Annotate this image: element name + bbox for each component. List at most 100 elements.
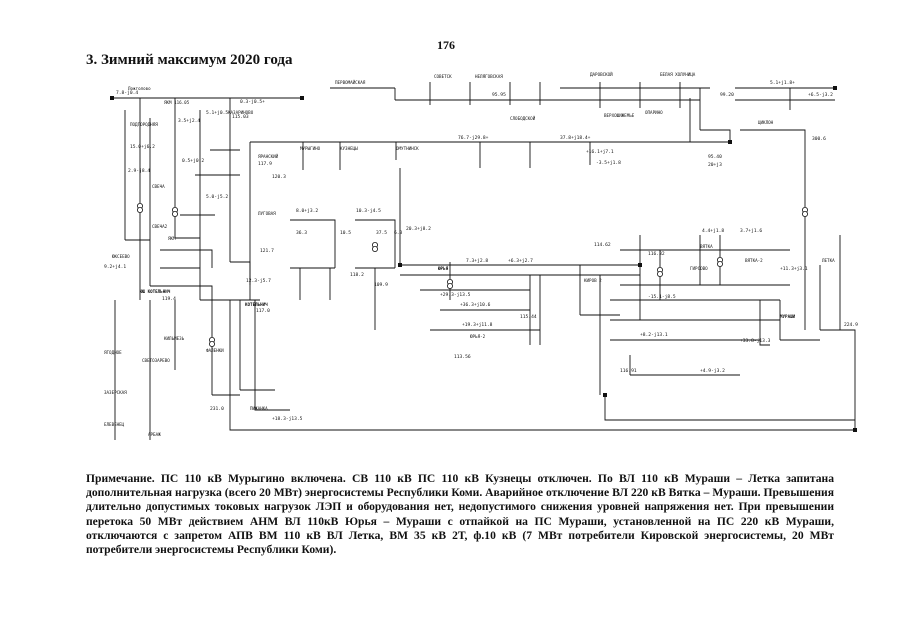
flow-label: 9.2+j4.1 xyxy=(104,264,126,270)
flow-label: 7.3+j2.8 xyxy=(466,258,488,264)
flow-label: 12.3-j5.7 xyxy=(246,278,271,284)
flow-label: 0.3-j0.5+ xyxy=(240,99,265,105)
substation-label: ПИЖАНКА xyxy=(250,406,268,411)
substation-label: ГИРСОВО xyxy=(690,266,708,271)
network-lines xyxy=(112,82,856,440)
substation-label: ЮШ КОТЕЛЬНИЧ xyxy=(140,289,171,294)
voltage-label: 116.32 xyxy=(648,251,665,257)
substation-label: ЮКСЕЕВО xyxy=(112,254,130,259)
substation-label: ВЕРХОШИЖЕМЬЕ xyxy=(604,113,635,118)
flow-label: +33.8-j13.3 xyxy=(740,338,771,344)
voltage-label: 119.4 xyxy=(162,296,176,302)
flow-label: -3.5+j1.8 xyxy=(596,160,621,166)
substation-label: ЛЕТКА xyxy=(822,258,835,263)
bus-markers xyxy=(110,86,857,432)
flow-label: +19.3+j11.8 xyxy=(462,322,493,328)
substation-label: СВЕТОЗАРЕВО xyxy=(142,358,170,363)
substation-label: ЯРАНСКИЙ xyxy=(258,154,279,159)
flow-label: 3.7+j1.6 xyxy=(740,228,762,234)
flow-label: +16.1+j7.1 xyxy=(586,149,614,155)
substation-label: ЗАЗЕРСКАЯ xyxy=(104,390,127,395)
substation-label: АРБАЖ xyxy=(148,432,161,437)
flow-label: 5.0-j5.2 xyxy=(206,194,228,200)
voltage-label: 224.9 xyxy=(844,322,858,328)
substation-label: КАЗАРИНОВО xyxy=(228,110,254,115)
substation-label: КИЛЬМЕЗЬ xyxy=(164,336,185,341)
substation-label: ЮРЬЯ xyxy=(438,266,449,271)
flow-label: 2.9-j8.4 xyxy=(128,168,150,174)
flow-label: 10.3-j4.5 xyxy=(356,208,381,214)
voltage-label: 114.62 xyxy=(594,242,611,248)
flow-label: +36.3+j10.6 xyxy=(460,302,491,308)
voltage-label: 10.5 xyxy=(340,230,351,236)
substation-label: ЛУГОВАЯ xyxy=(258,211,276,216)
substation-label: СВЕЧА xyxy=(152,184,165,189)
page-number: 176 xyxy=(437,38,455,52)
substation-label: ЦИКЛОН xyxy=(758,120,774,125)
voltage-label: 95.95 xyxy=(492,92,506,98)
transformer-symbols xyxy=(136,202,809,347)
voltage-label: 117.0 xyxy=(256,308,270,314)
flow-label: +29.3-j13.5 xyxy=(440,292,471,298)
substation-label: КИРОВ 2 xyxy=(584,278,602,283)
voltage-label: 36.3 xyxy=(296,230,307,236)
voltage-label: 113.56 xyxy=(454,354,471,360)
voltage-label: 231.0 xyxy=(210,406,224,412)
substation-label: СОВЕТСК xyxy=(434,74,452,79)
substation-label: ВЯТКА xyxy=(700,244,713,249)
voltage-label: 115.44 xyxy=(520,314,537,320)
substation-label: ВЯТКА-2 xyxy=(745,258,763,263)
voltage-label: 118.2 xyxy=(350,272,364,278)
substation-label: СВЕЧА2 xyxy=(152,224,168,229)
substation-label: МУРАШИ xyxy=(780,314,796,319)
flow-label: +11.3+j3.1 xyxy=(780,266,808,272)
flow-label: +18.3-j13.5 xyxy=(272,416,303,422)
flow-label: 5.1+j0.5 xyxy=(206,110,228,116)
voltage-label: 117.9 xyxy=(258,161,272,167)
substation-label: Ложголово xyxy=(128,86,151,91)
voltage-label: 121.7 xyxy=(260,248,274,254)
substation-label: ОМУТНИНСК xyxy=(396,146,419,151)
substation-label: ДАРОВСКОЙ xyxy=(590,72,613,77)
substation-label: ПОДГОРОДНЯЯ xyxy=(130,122,158,127)
flow-label: 20.3+j8.2 xyxy=(406,226,431,232)
substation-label: ОПАРИНО xyxy=(645,110,663,115)
substation-label: БЕЛАЯ ХОЛУНИЦА xyxy=(660,72,696,77)
flow-label: 8.0+j3.2 xyxy=(296,208,318,214)
flow-label: 20+j3 xyxy=(708,162,722,168)
substation-label: НЕЛЯГОВСКАЯ xyxy=(475,74,503,79)
voltage-label: 120.3 xyxy=(272,174,286,180)
voltage-label: 99.20 xyxy=(720,92,734,98)
substation-label: ЕЛЕВЕНЕЦ xyxy=(104,422,125,427)
voltage-label: 115.03 xyxy=(232,114,249,120)
flow-label: 7.8-j0.4 xyxy=(116,90,138,96)
note-text: Примечание. ПС 110 кВ Мурыгино включена.… xyxy=(86,472,834,557)
voltage-label: 109.9 xyxy=(374,282,388,288)
flow-label: 15.0+j6.2 xyxy=(130,144,155,150)
voltage-label: 116.91 xyxy=(620,368,637,374)
flow-label: -15.1-j8.5 xyxy=(648,294,676,300)
flow-label: 76.7-j29.8+ xyxy=(458,135,489,141)
voltage-label: 6.3 xyxy=(394,230,403,236)
flow-label: +6.3+j2.7 xyxy=(508,258,533,264)
flow-label: 37.8+j18.4+ xyxy=(560,135,591,141)
flow-label: 4.4+j1.8 xyxy=(702,228,724,234)
flow-label: 3.5+j2.4 xyxy=(178,118,200,124)
substation-label: ЯКМ xyxy=(168,236,176,241)
flow-label: +6.5-j3.2 xyxy=(808,92,833,98)
voltage-label: 37.5 xyxy=(376,230,387,236)
diagram-labels: 7.8-j0.4 Ложголово ЯКМ 116.05 0.3-j0.5+ … xyxy=(104,72,858,437)
substation-label: ЮРЬЯ-2 xyxy=(470,334,486,339)
flow-label: +8.2-j13.1 xyxy=(640,332,668,338)
substation-label: ЯГОДНОЕ xyxy=(104,350,122,355)
substation-label: МУРЫГИНО xyxy=(300,146,321,151)
voltage-label: 95.40 xyxy=(708,154,722,160)
substation-label: КУЗНЕЦЫ xyxy=(340,146,358,151)
substation-label: КОТЕЛЬНИЧ xyxy=(245,302,268,307)
substation-label: СЛОБОДСКОЙ xyxy=(510,116,536,121)
substation-label: ЯКМ 116.05 xyxy=(164,100,190,105)
substation-label: ПЕРВОМАЙСКАЯ xyxy=(335,80,366,85)
flow-label: 0.5+j0.2 xyxy=(182,158,204,164)
substation-label: ФАЛЕНКИ xyxy=(206,348,224,353)
